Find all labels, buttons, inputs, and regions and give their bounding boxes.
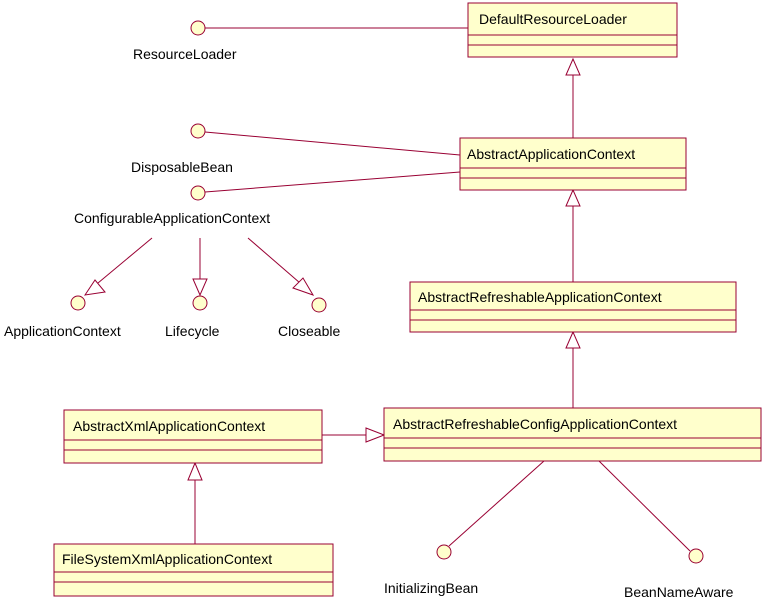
generalization-arrowhead xyxy=(565,57,581,76)
class-abstract-refreshable-application-context: AbstractRefreshableApplicationContext xyxy=(409,281,737,333)
interface-circle-icon xyxy=(70,295,86,311)
interface-closeable: Closeable xyxy=(278,297,340,339)
generalization-arrowhead xyxy=(565,188,581,207)
generalization-cac-to-ac xyxy=(97,237,153,284)
interface-circle-icon xyxy=(190,20,206,36)
class-name: FileSystemXmlApplicationContext xyxy=(62,551,272,567)
interface-circle-icon xyxy=(688,548,704,564)
generalization-arrowhead xyxy=(292,277,315,296)
class-name: AbstractXmlApplicationContext xyxy=(73,418,265,434)
link-bean-name-aware xyxy=(598,460,691,552)
class-file-system-xml-application-context: FileSystemXmlApplicationContext xyxy=(53,543,334,597)
link-initializing-bean xyxy=(448,460,545,547)
interface-resource-loader: ResourceLoader xyxy=(133,20,237,62)
class-name: AbstractRefreshableApplicationContext xyxy=(418,289,662,305)
interface-label: Lifecycle xyxy=(165,323,220,339)
interface-circle-icon xyxy=(190,185,206,201)
interface-label: BeanNameAware xyxy=(624,584,734,600)
interface-label: ConfigurableApplicationContext xyxy=(74,210,270,226)
interface-disposable-bean: DisposableBean xyxy=(131,123,233,175)
interface-label: ResourceLoader xyxy=(133,46,237,62)
interface-circle-icon xyxy=(192,295,208,311)
class-name: AbstractApplicationContext xyxy=(467,146,635,162)
generalization-cac-to-closeable xyxy=(247,237,301,284)
interface-label: Closeable xyxy=(278,323,340,339)
interface-label: DisposableBean xyxy=(131,159,233,175)
interface-bean-name-aware: BeanNameAware xyxy=(624,548,734,600)
interface-configurable-application-context: ConfigurableApplicationContext xyxy=(74,185,270,226)
link-configurable-application-context xyxy=(204,171,461,193)
class-name: AbstractRefreshableConfigApplicationCont… xyxy=(393,416,677,432)
interface-application-context: ApplicationContext xyxy=(4,295,121,339)
generalization-arrowhead xyxy=(83,279,106,296)
generalization-arrowhead xyxy=(365,427,386,443)
class-abstract-application-context: AbstractApplicationContext xyxy=(459,137,687,191)
interface-circle-icon xyxy=(436,544,452,560)
class-abstract-xml-application-context: AbstractXmlApplicationContext xyxy=(63,409,323,464)
class-name: DefaultResourceLoader xyxy=(479,11,627,27)
interface-lifecycle: Lifecycle xyxy=(165,295,220,339)
interface-label: ApplicationContext xyxy=(4,323,121,339)
class-default-resource-loader: DefaultResourceLoader xyxy=(467,2,678,58)
interface-circle-icon xyxy=(311,297,327,313)
interface-label: InitializingBean xyxy=(384,580,478,596)
link-disposable-bean xyxy=(204,131,461,156)
generalization-arrowhead xyxy=(192,278,208,297)
generalization-arrowhead xyxy=(565,330,581,349)
interface-circle-icon xyxy=(190,123,206,139)
connectors xyxy=(83,27,691,552)
generalization-arrowhead xyxy=(187,461,203,481)
interface-initializing-bean: InitializingBean xyxy=(384,544,478,596)
class-abstract-refreshable-config-application-context: AbstractRefreshableConfigApplicationCont… xyxy=(383,407,762,462)
